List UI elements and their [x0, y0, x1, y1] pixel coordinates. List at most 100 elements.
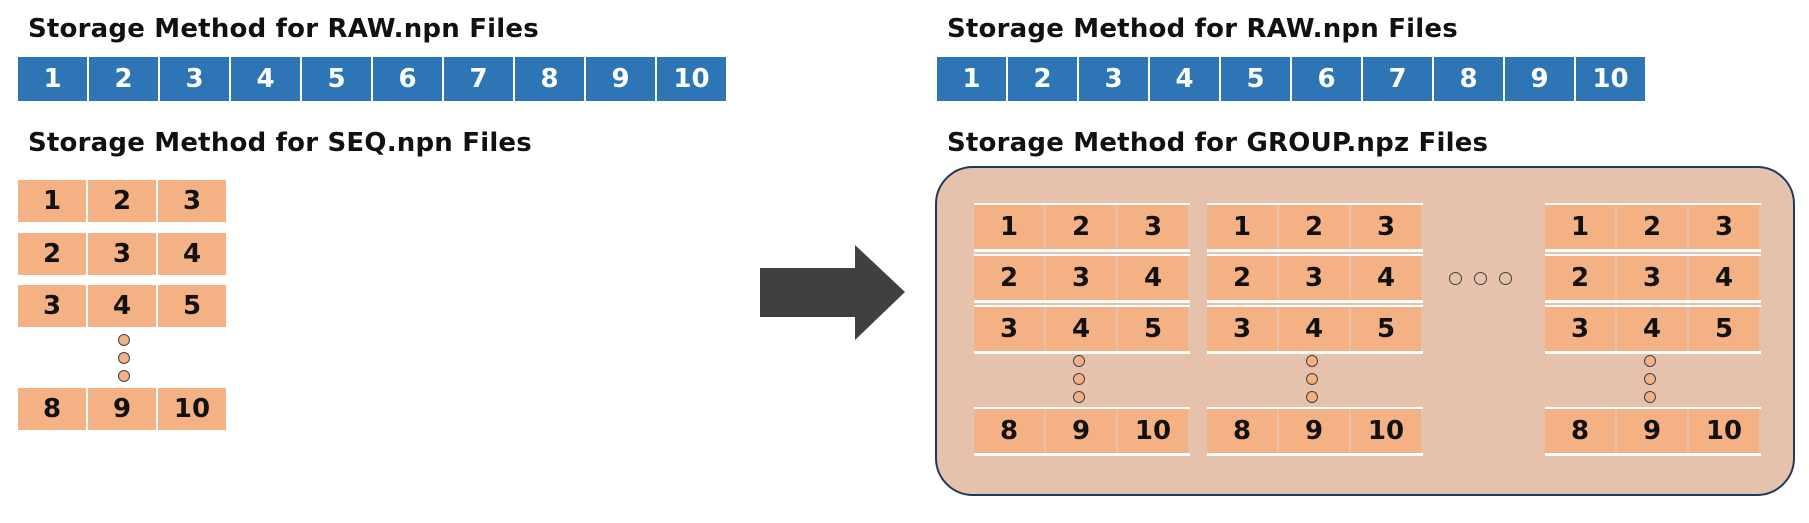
raw-cell: 10 [657, 57, 726, 101]
group-cell: 4 [1118, 256, 1188, 300]
seq-cell: 3 [18, 285, 86, 327]
group-cell: 9 [1046, 409, 1116, 453]
group-cell: 3 [1207, 307, 1277, 351]
vertical-ellipsis-dot-icon [1644, 355, 1656, 367]
group-cell: 1 [1207, 205, 1277, 249]
group-cell: 8 [1545, 409, 1615, 453]
vertical-ellipsis-dot-icon [1644, 373, 1656, 385]
group-cell: 9 [1279, 409, 1349, 453]
group-cell: 2 [974, 256, 1044, 300]
group-cell: 3 [1689, 205, 1759, 249]
raw-cell: 10 [1576, 57, 1645, 101]
group-cell: 10 [1351, 409, 1421, 453]
raw-cell: 3 [1079, 57, 1148, 101]
raw-cell: 6 [1292, 57, 1361, 101]
group-cell: 1 [1545, 205, 1615, 249]
vertical-ellipsis-dot-icon [1306, 391, 1318, 403]
seq-cell: 3 [158, 180, 226, 222]
group-cell: 2 [1545, 256, 1615, 300]
raw-cell: 5 [1221, 57, 1290, 101]
right-arrow-icon [760, 245, 905, 340]
group-cell: 5 [1689, 307, 1759, 351]
seq-cell: 1 [18, 180, 86, 222]
raw-cell: 3 [160, 57, 229, 101]
vertical-ellipsis-dot-icon [118, 334, 130, 346]
group-cell: 4 [1279, 307, 1349, 351]
group-cell: 10 [1689, 409, 1759, 453]
raw-cell: 8 [515, 57, 584, 101]
raw-cell: 7 [1363, 57, 1432, 101]
group-cell: 2 [1207, 256, 1277, 300]
group-cell: 10 [1118, 409, 1188, 453]
group-cell: 2 [1279, 205, 1349, 249]
raw-cell: 5 [302, 57, 371, 101]
group-cell: 1 [974, 205, 1044, 249]
vertical-ellipsis-dot-icon [1073, 355, 1085, 367]
group-cell: 4 [1351, 256, 1421, 300]
group-cell: 5 [1118, 307, 1188, 351]
raw-cell: 4 [231, 57, 300, 101]
seq-cell: 4 [88, 285, 156, 327]
seq-cell: 9 [88, 388, 156, 430]
group-cell: 8 [1207, 409, 1277, 453]
group-cell: 9 [1617, 409, 1687, 453]
group-cell: 4 [1617, 307, 1687, 351]
group-cell: 3 [1046, 256, 1116, 300]
group-cell: 2 [1617, 205, 1687, 249]
raw-cell: 7 [444, 57, 513, 101]
vertical-ellipsis-dot-icon [1306, 373, 1318, 385]
horizontal-ellipsis-dot-icon [1474, 272, 1487, 285]
group-title: Storage Method for GROUP.npz Files [947, 128, 1489, 158]
group-cell: 8 [974, 409, 1044, 453]
seq-cell: 2 [88, 180, 156, 222]
group-cell: 5 [1351, 307, 1421, 351]
raw-cell: 2 [89, 57, 158, 101]
seq-title: Storage Method for SEQ.npn Files [28, 128, 532, 158]
raw-cell: 1 [18, 57, 87, 101]
raw-cell: 9 [586, 57, 655, 101]
group-cell: 3 [1545, 307, 1615, 351]
vertical-ellipsis-dot-icon [118, 370, 130, 382]
raw-cell: 4 [1150, 57, 1219, 101]
seq-cell: 8 [18, 388, 86, 430]
raw-cell: 1 [937, 57, 1006, 101]
seq-cell: 5 [158, 285, 226, 327]
seq-cell: 10 [158, 388, 226, 430]
vertical-ellipsis-dot-icon [118, 352, 130, 364]
group-cell: 3 [974, 307, 1044, 351]
horizontal-ellipsis-dot-icon [1499, 272, 1512, 285]
seq-cell: 4 [158, 233, 226, 275]
raw-cell: 9 [1505, 57, 1574, 101]
group-cell: 4 [1689, 256, 1759, 300]
seq-cell: 3 [88, 233, 156, 275]
vertical-ellipsis-dot-icon [1073, 373, 1085, 385]
vertical-ellipsis-dot-icon [1306, 355, 1318, 367]
raw-left-title: Storage Method for RAW.npn Files [28, 14, 539, 44]
raw-cell: 8 [1434, 57, 1503, 101]
vertical-ellipsis-dot-icon [1073, 391, 1085, 403]
horizontal-ellipsis-dot-icon [1449, 272, 1462, 285]
group-cell: 3 [1118, 205, 1188, 249]
group-cell: 2 [1046, 205, 1116, 249]
raw-cell: 6 [373, 57, 442, 101]
vertical-ellipsis-dot-icon [1644, 391, 1656, 403]
